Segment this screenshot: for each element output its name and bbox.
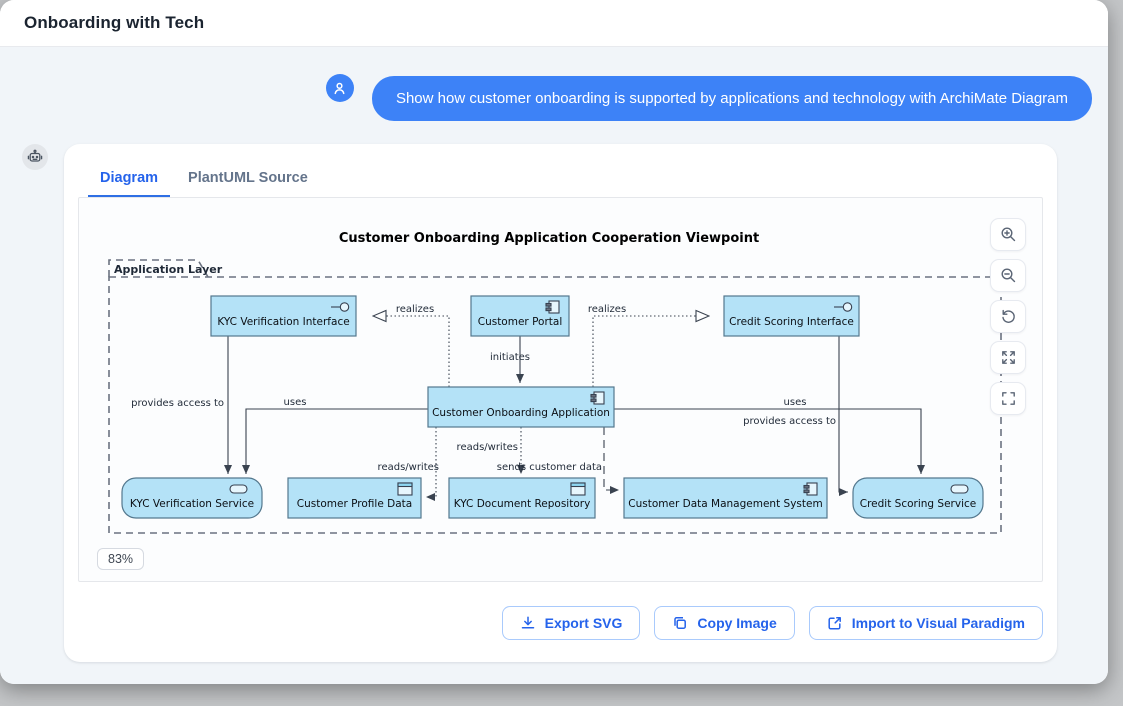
data-object-icon (397, 482, 413, 496)
zoom-controls (990, 218, 1026, 415)
node-label: Customer Portal (478, 316, 563, 328)
import-to-visual-paradigm-button[interactable]: Import to Visual Paradigm (808, 606, 1043, 640)
user-message-bubble: Show how customer onboarding is supporte… (371, 76, 1092, 121)
application-interface-icon (331, 302, 350, 312)
assistant-response-row: Diagram PlantUML Source (22, 144, 1092, 662)
edge-label: realizes (396, 304, 434, 315)
group-label: Application Layer (114, 263, 223, 276)
application-component-icon (803, 482, 818, 496)
zoom-out-button[interactable] (990, 259, 1026, 292)
node-label: KYC Verification Interface (217, 316, 349, 328)
edge-uses-right (614, 408, 925, 474)
node-customer-data-management-system (623, 477, 828, 519)
person-icon (334, 82, 345, 94)
edge-label: initiates (490, 352, 530, 363)
diagram-viewer-panel[interactable]: Customer Onboarding Application Cooperat… (78, 197, 1043, 582)
fullscreen-button[interactable] (990, 382, 1026, 415)
zoom-out-icon (1000, 268, 1015, 283)
edge-label: uses (284, 397, 307, 408)
response-card: Diagram PlantUML Source (64, 144, 1057, 662)
download-icon (521, 616, 534, 629)
edge-label: provides access to (131, 398, 224, 409)
application-interface-icon (834, 302, 853, 312)
app-header: Onboarding with Tech (0, 0, 1108, 47)
assistant-avatar (22, 144, 48, 170)
node-label: Customer Onboarding Application (432, 407, 610, 419)
user-message-row: Show how customer onboarding is supporte… (22, 74, 1092, 121)
reset-view-button[interactable] (990, 300, 1026, 333)
export-svg-button[interactable]: Export SVG (501, 606, 641, 640)
page-title: Onboarding with Tech (24, 13, 205, 32)
user-avatar (325, 74, 354, 102)
edge-label: reads/writes (457, 442, 518, 453)
diagram-title: Customer Onboarding Application Cooperat… (339, 231, 759, 246)
tab-plantuml-source[interactable]: PlantUML Source (188, 170, 308, 186)
node-label: Credit Scoring Interface (729, 316, 854, 328)
application-service-icon (950, 484, 969, 494)
button-label: Export SVG (544, 615, 623, 631)
node-label: Customer Profile Data (297, 498, 412, 510)
archimate-diagram: Customer Onboarding Application Cooperat… (108, 231, 1002, 534)
node-kyc-verification-interface (210, 295, 357, 337)
node-label: KYC Document Repository (454, 498, 591, 510)
chat-content: Show how customer onboarding is supporte… (0, 47, 1108, 684)
zoom-in-icon (1000, 227, 1015, 242)
edge-realizes-kyc-interface (373, 316, 450, 387)
edge-label: provides access to (743, 416, 836, 427)
node-label: KYC Verification Service (130, 498, 254, 510)
edge-realizes-credit-interface (592, 316, 709, 387)
actions-row: Export SVG Copy Image (78, 606, 1043, 640)
node-credit-scoring-service (852, 477, 984, 519)
zoom-in-button[interactable] (990, 218, 1026, 251)
node-label: Credit Scoring Service (860, 498, 976, 510)
app-window: Onboarding with Tech Show how customer o… (0, 0, 1108, 684)
node-label: Customer Data Management System (628, 498, 822, 510)
edge-label: uses (784, 397, 807, 408)
data-object-icon (570, 482, 586, 496)
tab-diagram[interactable]: Diagram (88, 162, 171, 198)
edge-label: realizes (588, 304, 626, 315)
application-component-icon (545, 300, 560, 314)
fullscreen-icon (1001, 392, 1015, 405)
application-component-icon (590, 391, 605, 405)
expand-icon (1001, 351, 1015, 364)
external-link-icon (828, 617, 841, 630)
edge-label: sends customer data (497, 462, 602, 473)
expand-button[interactable] (990, 341, 1026, 374)
zoom-level-badge: 83% (97, 548, 145, 570)
edge-reads-writes-profile (426, 427, 437, 501)
copy-image-button[interactable]: Copy Image (654, 606, 795, 640)
edge-sends-customer-data (603, 427, 619, 494)
button-label: Import to Visual Paradigm (851, 615, 1025, 631)
node-customer-onboarding-application (427, 386, 615, 428)
edge-provides-access-right (838, 336, 848, 496)
application-service-icon (229, 484, 248, 494)
robot-icon (27, 149, 43, 162)
node-kyc-verification-service (121, 477, 263, 519)
node-credit-scoring-interface (723, 295, 860, 337)
reset-icon (1001, 309, 1015, 323)
button-label: Copy Image (697, 615, 777, 631)
edge-label: reads/writes (378, 462, 439, 473)
tab-bar: Diagram PlantUML Source (78, 158, 1043, 198)
edge-uses-left (242, 408, 428, 474)
copy-icon (674, 617, 687, 629)
